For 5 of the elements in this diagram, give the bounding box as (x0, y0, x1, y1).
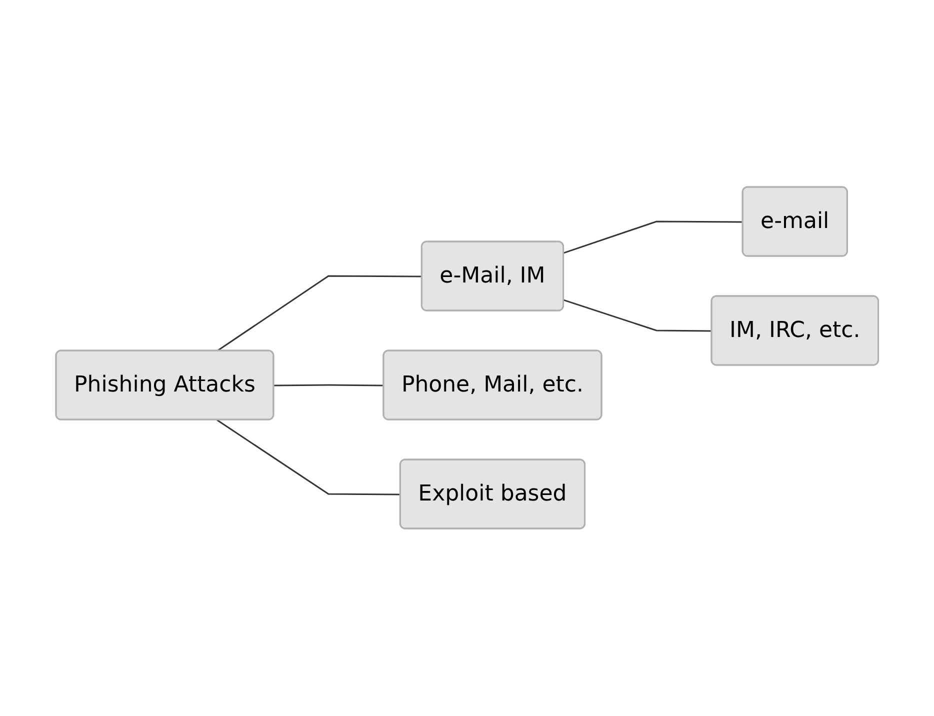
connector (274, 384, 384, 386)
connector (216, 420, 401, 496)
connector (563, 221, 743, 254)
connector (216, 276, 422, 352)
connector (563, 300, 712, 332)
